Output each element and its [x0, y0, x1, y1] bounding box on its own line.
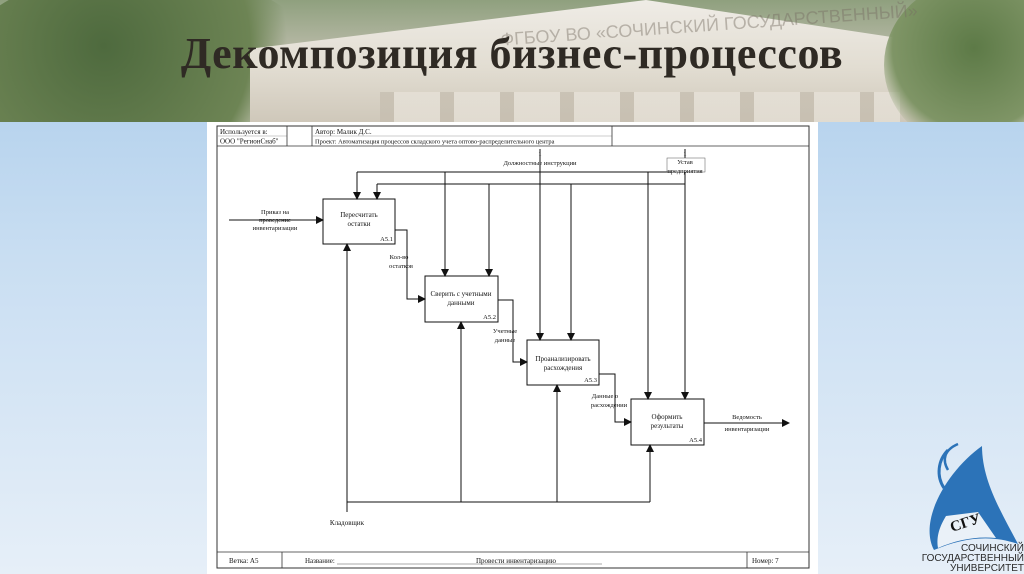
flow-arrow-label-line: остатков: [389, 263, 413, 270]
flow-arrow-label-line: Кол-во: [390, 254, 409, 261]
input-arrow: Приказ на проведение инвентаризации: [229, 209, 323, 232]
control-arrow-label-line: Устав: [677, 159, 693, 166]
footer-name-label: Название:: [305, 557, 335, 565]
process-box-id: А5.3: [584, 377, 597, 384]
input-arrow-label-line: проведение: [259, 217, 291, 224]
flow-arrow-label-line: данные: [495, 337, 516, 344]
used-in-value: ООО "РегионСнаб": [220, 138, 279, 146]
logo-caption-line: УНИВЕРСИТЕТ: [884, 564, 1024, 574]
footer-number: Номер: 7: [752, 557, 779, 565]
process-box-label-line: Сверить с учетными: [431, 290, 492, 298]
process-box-id: А5.4: [689, 437, 703, 444]
mechanism-arrow-label: Кладовщик: [330, 519, 365, 527]
process-box-id: А5.2: [483, 314, 496, 321]
process-box-label-line: результаты: [651, 422, 684, 430]
footer-name-value: Провести инвентаризацию: [476, 557, 556, 565]
idef0-diagram-panel: Используется в: ООО "РегионСнаб" Автор: …: [207, 122, 818, 574]
output-arrow-label-line: Ведомость: [732, 414, 762, 421]
output-arrow-label-line: инвентаризации: [725, 426, 770, 433]
process-box-a5-3: Проанализировать расхождения А5.3: [527, 340, 599, 385]
author-text: Автор: Малик Д.С.: [315, 128, 372, 136]
used-in-label: Используется в:: [220, 128, 268, 136]
idef0-diagram: Используется в: ООО "РегионСнаб" Автор: …: [207, 122, 818, 574]
input-arrow-label-line: инвентаризации: [253, 225, 298, 232]
process-box-label-line: данными: [447, 299, 474, 307]
flow-arrow-label-line: расхождении: [591, 402, 628, 409]
control-arrow-label: Должностные инструкции: [503, 160, 577, 167]
process-box-label-line: расхождения: [544, 364, 583, 372]
project-text: Проект: Автоматизация процессов складско…: [315, 139, 555, 146]
slide-title: Декомпозиция бизнес-процессов: [0, 28, 1024, 79]
building-columns: [380, 92, 900, 122]
footer-node: Ветка: А5: [229, 557, 259, 565]
flow-arrow-label-line: Данные о: [592, 393, 618, 400]
output-arrow: Ведомость инвентаризации: [704, 414, 789, 433]
process-box-label-line: Проанализировать: [535, 355, 590, 363]
logo-caption: СОЧИНСКИЙ ГОСУДАРСТВЕННЫЙ УНИВЕРСИТЕТ: [884, 544, 1024, 574]
control-arrow-label-tick: 1: [538, 151, 541, 158]
process-box-a5-2: Сверить с учетными данными А5.2: [425, 276, 498, 322]
control-arrow-label-tick: 1: [683, 151, 686, 158]
process-box-label-line: остатки: [347, 220, 370, 228]
process-box-label-line: Пересчитать: [340, 211, 378, 219]
input-arrow-label-line: Приказ на: [261, 209, 289, 216]
process-box-a5-1: Пересчитать остатки А5.1: [323, 199, 395, 244]
process-box-id: А5.1: [380, 236, 393, 243]
flow-arrow-label-line: Учетные: [493, 328, 517, 335]
process-box-label-line: Оформить: [652, 413, 683, 421]
process-box-a5-4: Оформить результаты А5.4: [631, 399, 704, 445]
